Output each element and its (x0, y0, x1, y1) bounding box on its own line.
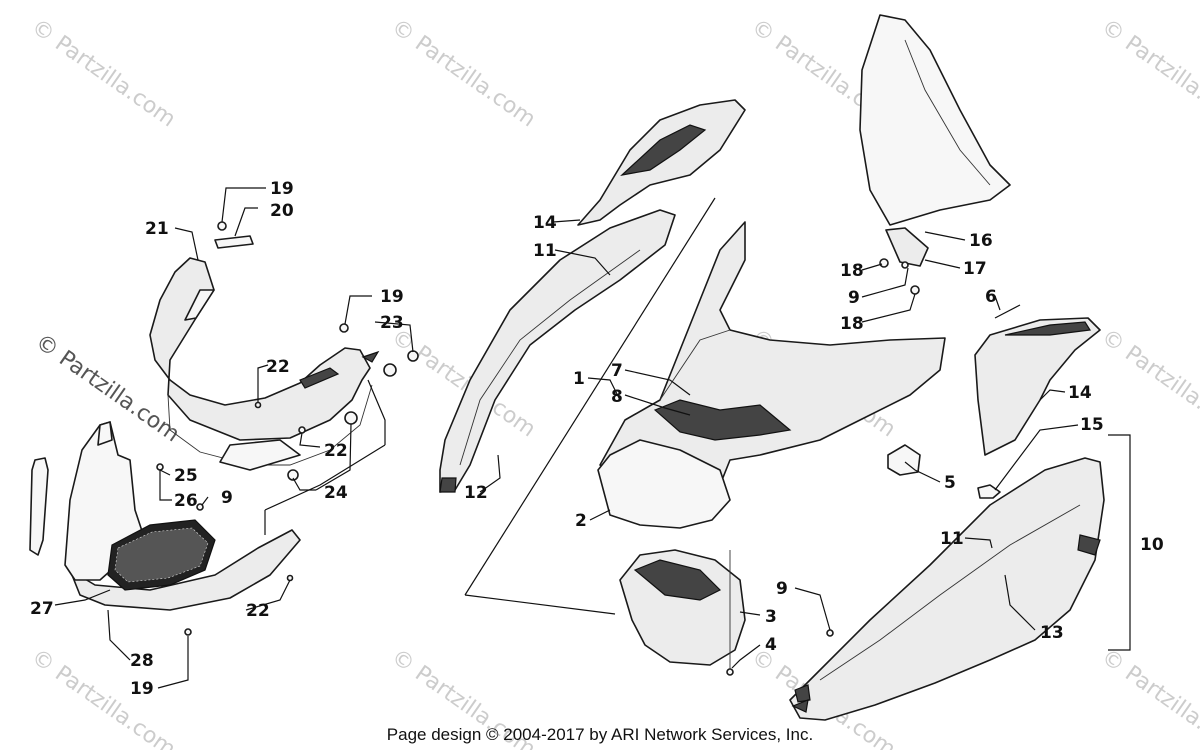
callout-labels: 19 20 21 19 23 22 22 24 25 26 9 27 22 28… (30, 179, 1164, 699)
watermark: © Partzilla.com (27, 644, 180, 750)
callout-22: 22 (266, 357, 290, 377)
right-windshield-assembly (789, 14, 1131, 721)
washer-24 (344, 411, 358, 425)
callout-10: 10 (1140, 535, 1164, 555)
leader-lines (54, 187, 1079, 689)
part-27-mesh-grille (107, 519, 216, 591)
bolt-19-top (217, 221, 227, 231)
part-13-side-panel (789, 457, 1105, 721)
callout-14: 14 (533, 213, 557, 233)
screw-9 (901, 261, 909, 269)
callout-12: 12 (464, 483, 488, 503)
callout-25: 25 (174, 466, 198, 486)
part-4-bulb (726, 668, 734, 676)
part-7-8-decal (653, 399, 792, 441)
callout-22: 22 (324, 441, 348, 461)
callout-21: 21 (145, 219, 169, 239)
callout-2: 2 (575, 511, 587, 531)
callout-11: 11 (533, 241, 557, 261)
callout-19: 19 (130, 679, 154, 699)
part-14-vent-right (974, 317, 1101, 456)
callout-6: 6 (985, 287, 997, 307)
part-16-windshield (859, 14, 1011, 226)
watermark: © Partzilla.com (1097, 644, 1200, 750)
callout-28: 28 (130, 651, 154, 671)
part-17-bracket (885, 227, 929, 267)
callout-9: 9 (776, 579, 788, 599)
callout-5: 5 (944, 473, 956, 493)
washer-23 (383, 363, 397, 377)
callout-20: 20 (270, 201, 294, 221)
nut-23 (407, 350, 419, 362)
washer-24b (287, 469, 299, 481)
screw-26 (196, 503, 204, 511)
nut-18 (879, 258, 889, 268)
callout-23: 23 (380, 313, 404, 333)
rivet-22c (286, 574, 294, 582)
screw-25 (156, 463, 164, 471)
part-11-side-trim-left (439, 209, 676, 493)
callout-18: 18 (840, 261, 864, 281)
part-21-upper-bumper (149, 257, 371, 441)
callout-22: 22 (246, 601, 270, 621)
part-20-plate (214, 235, 254, 249)
nut-18b (910, 285, 920, 295)
center-hood-assembly (439, 99, 946, 676)
callout-17: 17 (963, 259, 987, 279)
direction-arrow (361, 350, 380, 363)
bolt-19-bottom (184, 628, 192, 636)
part-6-pin (994, 304, 1021, 319)
part-15-clip (977, 484, 1001, 499)
callout-9: 9 (848, 288, 860, 308)
callout-8: 8 (611, 387, 623, 407)
direction-arrow (791, 699, 809, 713)
callout-19: 19 (380, 287, 404, 307)
callout-14: 14 (1068, 383, 1092, 403)
callout-19: 19 (270, 179, 294, 199)
watermark: © Partzilla.com (1097, 324, 1200, 442)
callout-27: 27 (30, 599, 54, 619)
rivet-22 (254, 401, 262, 409)
bolt-19-right (339, 323, 349, 333)
callout-7: 7 (611, 361, 623, 381)
page-footer-copyright: Page design © 2004-2017 by ARI Network S… (387, 725, 813, 744)
callout-11: 11 (940, 529, 964, 549)
callout-24: 24 (324, 483, 348, 503)
callout-9: 9 (221, 488, 233, 508)
part-2-nose (597, 439, 731, 529)
watermark: © Partzilla.com (27, 14, 180, 132)
screw-9c (826, 629, 834, 637)
watermark: © Partzilla.com (387, 14, 540, 132)
watermark: © Partzilla.com (1097, 14, 1200, 132)
left-bumper-assembly (29, 221, 419, 636)
callout-1: 1 (573, 369, 585, 389)
callout-13: 13 (1040, 623, 1064, 643)
callout-15: 15 (1080, 415, 1104, 435)
callout-16: 16 (969, 231, 993, 251)
callout-3: 3 (765, 607, 777, 627)
callout-26: 26 (174, 491, 198, 511)
rivet-22b (298, 426, 306, 434)
callout-18: 18 (840, 314, 864, 334)
callout-4: 4 (765, 635, 777, 655)
part-27-strip (29, 457, 49, 556)
